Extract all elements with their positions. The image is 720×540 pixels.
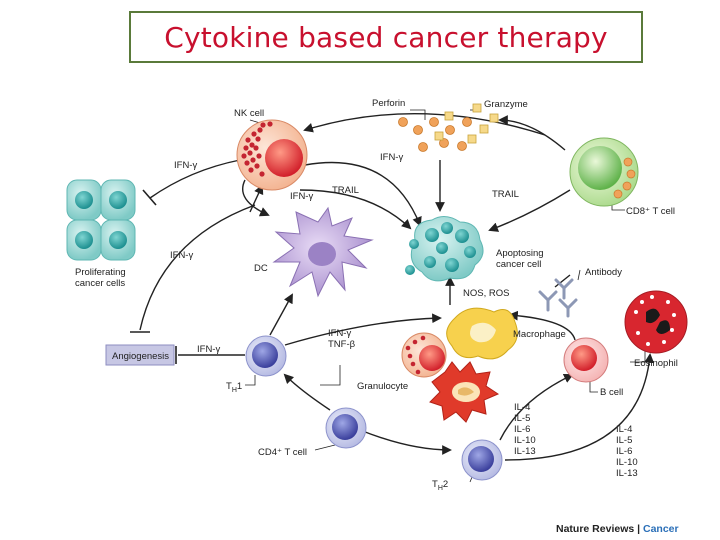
granzyme-label: Granzyme xyxy=(484,99,528,110)
antibody xyxy=(538,278,578,318)
journal-credit: Nature Reviews | Cancer xyxy=(556,523,679,535)
arrow-antibody xyxy=(554,274,571,288)
angiogenesis-label: Angiogenesis xyxy=(112,351,169,362)
granzyme-granules xyxy=(434,103,499,144)
arrows xyxy=(130,109,655,483)
perforin-label: Perforin xyxy=(372,98,405,109)
granulocyte-2 xyxy=(429,361,500,423)
credit-journal: Nature Reviews xyxy=(556,523,635,535)
angiogenesis-box: Angiogenesis xyxy=(105,344,175,366)
proliferating-label-1: Proliferating xyxy=(75,267,126,278)
arrow-nk-apopt xyxy=(304,161,422,227)
ifn-g-label-5: IFN-γ xyxy=(197,344,220,355)
trail-label-2: TRAIL xyxy=(492,189,519,200)
arrow-dc-nk xyxy=(249,184,264,213)
perforin-granules xyxy=(398,117,472,152)
th1-cell xyxy=(245,335,287,377)
inhibit-angiogenesis xyxy=(139,204,256,331)
arrow-th2-bcell xyxy=(499,373,574,441)
inhibit-nk-prolif xyxy=(149,159,241,199)
antibody-label: Antibody xyxy=(585,267,622,278)
arrow-th1-macro xyxy=(284,313,442,346)
il-list-1-item: IL-4 xyxy=(514,402,530,413)
arrow-nk-cd8 xyxy=(303,113,546,136)
cd4-t-cell xyxy=(325,407,367,449)
arrow-cd8-trail xyxy=(488,189,571,232)
labels: NK cell Perforin Granzyme IFN-γ IFN-γ IF… xyxy=(75,98,678,492)
dc-label: DC xyxy=(254,263,268,274)
arrow-th2-eosin xyxy=(504,353,655,461)
b-cell xyxy=(563,337,609,383)
arrow-cd4-th2 xyxy=(359,429,452,455)
il-list-1: IL-4 IL-5 IL-6 IL-10 IL-13 xyxy=(514,402,536,457)
proliferating-label-2: cancer cells xyxy=(75,278,125,289)
il-list-1-item: IL-5 xyxy=(514,413,530,424)
th2-cell xyxy=(461,439,503,481)
ifn-g-tnf-label-2: TNF-β xyxy=(328,339,356,350)
eosinophil-label: Eosinophil xyxy=(634,358,678,369)
ifn-g-label-2: IFN-γ xyxy=(380,152,403,163)
il-list-1-item: IL-10 xyxy=(514,435,536,446)
il-list-2-item: IL-10 xyxy=(616,457,638,468)
macrophage-label: Macrophage xyxy=(513,329,566,340)
nk-cell xyxy=(236,119,308,191)
th1-label: TH1 xyxy=(226,381,242,394)
ifn-g-label-3: IFN-γ xyxy=(290,191,313,202)
th2-label: TH2 xyxy=(432,479,448,492)
cd4-label: CD4⁺ T cell xyxy=(258,447,307,458)
nk-cell-label: NK cell xyxy=(234,108,264,119)
arrow-macro-bcell xyxy=(508,310,576,341)
dendritic-cell xyxy=(272,206,374,298)
cd8-t-cell xyxy=(569,137,639,207)
b-cell-label: B cell xyxy=(600,387,623,398)
credit-separator: | xyxy=(634,523,643,535)
macrophage xyxy=(446,307,518,360)
il-list-2-item: IL-4 xyxy=(616,424,632,435)
granulocyte-label: Granulocyte xyxy=(357,381,408,392)
arrow-th1-dc xyxy=(269,293,293,336)
il-list-2-item: IL-6 xyxy=(616,446,632,457)
arrow-nk-trail xyxy=(299,189,412,230)
credit-section: Cancer xyxy=(642,523,679,535)
arrow-cd8-granzyme xyxy=(498,115,566,151)
il-list-1-item: IL-6 xyxy=(514,424,530,435)
il-list-2: IL-4 IL-5 IL-6 IL-10 IL-13 xyxy=(616,424,638,479)
apoptosing-label-1: Apoptosing xyxy=(496,248,544,259)
il-list-2-item: IL-13 xyxy=(616,468,638,479)
granulocyte xyxy=(401,332,447,378)
proliferating-cancer-cells xyxy=(66,179,136,261)
ifn-g-tnf-label-1: IFN-γ xyxy=(328,328,351,339)
arrow-cd4-th1 xyxy=(283,373,331,411)
eosinophil xyxy=(624,290,688,354)
title-box: Cytokine based cancer therapy xyxy=(129,11,643,63)
cd8-label: CD8⁺ T cell xyxy=(626,206,675,217)
il-list-2-item: IL-5 xyxy=(616,435,632,446)
trail-label-1: TRAIL xyxy=(332,185,359,196)
apoptosing-cancer-cell xyxy=(405,216,484,282)
il-list-1-item: IL-13 xyxy=(514,446,536,457)
ifn-g-label-4: IFN-γ xyxy=(170,250,193,261)
nos-ros-label: NOS, ROS xyxy=(463,288,509,299)
ifn-g-label-1: IFN-γ xyxy=(174,160,197,171)
apoptosing-label-2: cancer cell xyxy=(496,259,541,270)
arrow-nk-dc xyxy=(241,179,270,217)
page-title: Cytokine based cancer therapy xyxy=(164,20,608,54)
